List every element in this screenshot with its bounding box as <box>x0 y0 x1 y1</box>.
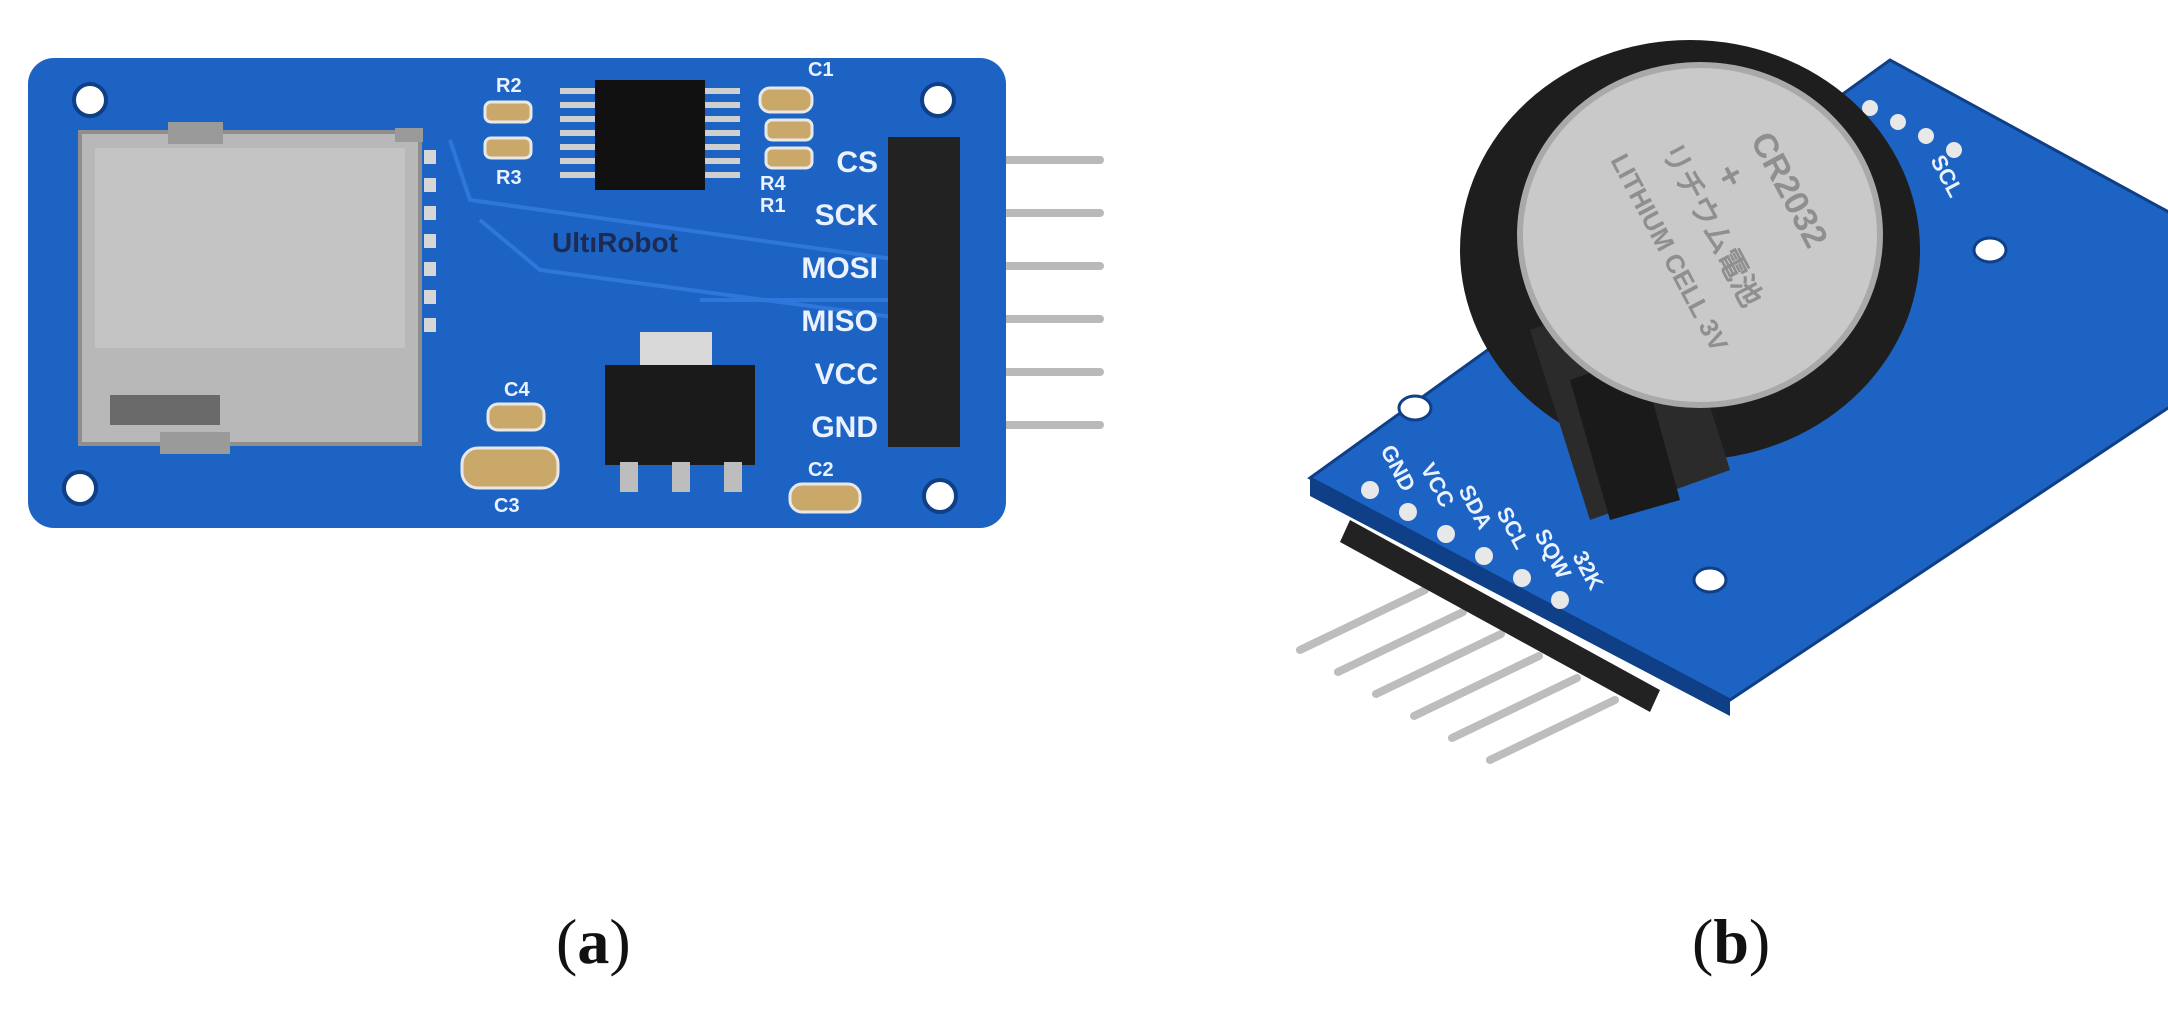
pin-label-cs: CS <box>836 146 878 179</box>
coin-cell-battery: CR2032 + リチウム電池 LITHIUM CELL 3V <box>1517 62 1883 408</box>
label-r2: R2 <box>496 75 522 97</box>
pin-label-gnd: GND <box>811 411 878 444</box>
rtc-bottom-pads <box>1361 481 1569 609</box>
brand-label: UltıRobot <box>552 227 678 258</box>
pin-label-sck: SCK <box>815 199 879 232</box>
rtc-header-pins <box>1296 586 1619 764</box>
voltage-regulator <box>605 332 755 492</box>
panel-a-sd-card-module: CS SCK MOSI MISO VCC GND UltıRobot R2 R3… <box>28 58 1104 528</box>
caption-a: (a) <box>556 905 631 979</box>
label-c2: C2 <box>808 459 834 481</box>
label-c1: C1 <box>808 59 834 81</box>
level-shifter-ic <box>560 80 740 190</box>
caption-a-letter: a <box>577 906 610 977</box>
label-c4: C4 <box>504 379 530 401</box>
caption-b-open: ( <box>1692 906 1714 977</box>
pcb-traces <box>448 139 901 320</box>
sd-card-module-photo: CS SCK MOSI MISO VCC GND UltıRobot R2 R3… <box>28 58 1104 528</box>
smd-components <box>460 86 862 514</box>
rtc-module-photo: SCL CR2032 + リチウム電池 LITHIUM CELL 3V GND … <box>1296 40 2168 764</box>
caption-b-close: ) <box>1748 906 1771 977</box>
caption-a-open: ( <box>556 906 578 977</box>
panel-b-rtc-module: SCL CR2032 + リチウム電池 LITHIUM CELL 3V GND … <box>1230 0 2168 1019</box>
mounting-holes <box>62 82 958 514</box>
label-r1: R1 <box>760 195 786 217</box>
pin-label-vcc: VCC <box>815 358 878 391</box>
label-r4: R4 <box>760 173 786 195</box>
caption-b: (b) <box>1692 905 1770 979</box>
pin-label-mosi: MOSI <box>801 252 878 285</box>
pin-label-miso: MISO <box>801 305 878 338</box>
slot-contacts <box>424 150 436 332</box>
caption-a-close: ) <box>609 906 631 977</box>
rtc-pcb-edge <box>1310 478 1730 716</box>
label-c3: C3 <box>494 495 520 517</box>
label-r3: R3 <box>496 167 522 189</box>
sd-card-slot <box>78 122 423 454</box>
rtc-pin-header <box>1340 520 1660 712</box>
caption-b-letter: b <box>1713 906 1749 977</box>
rtc-top-pads <box>1862 100 1962 158</box>
pin-header <box>888 137 960 447</box>
rtc-mounting-holes <box>1397 236 2008 594</box>
